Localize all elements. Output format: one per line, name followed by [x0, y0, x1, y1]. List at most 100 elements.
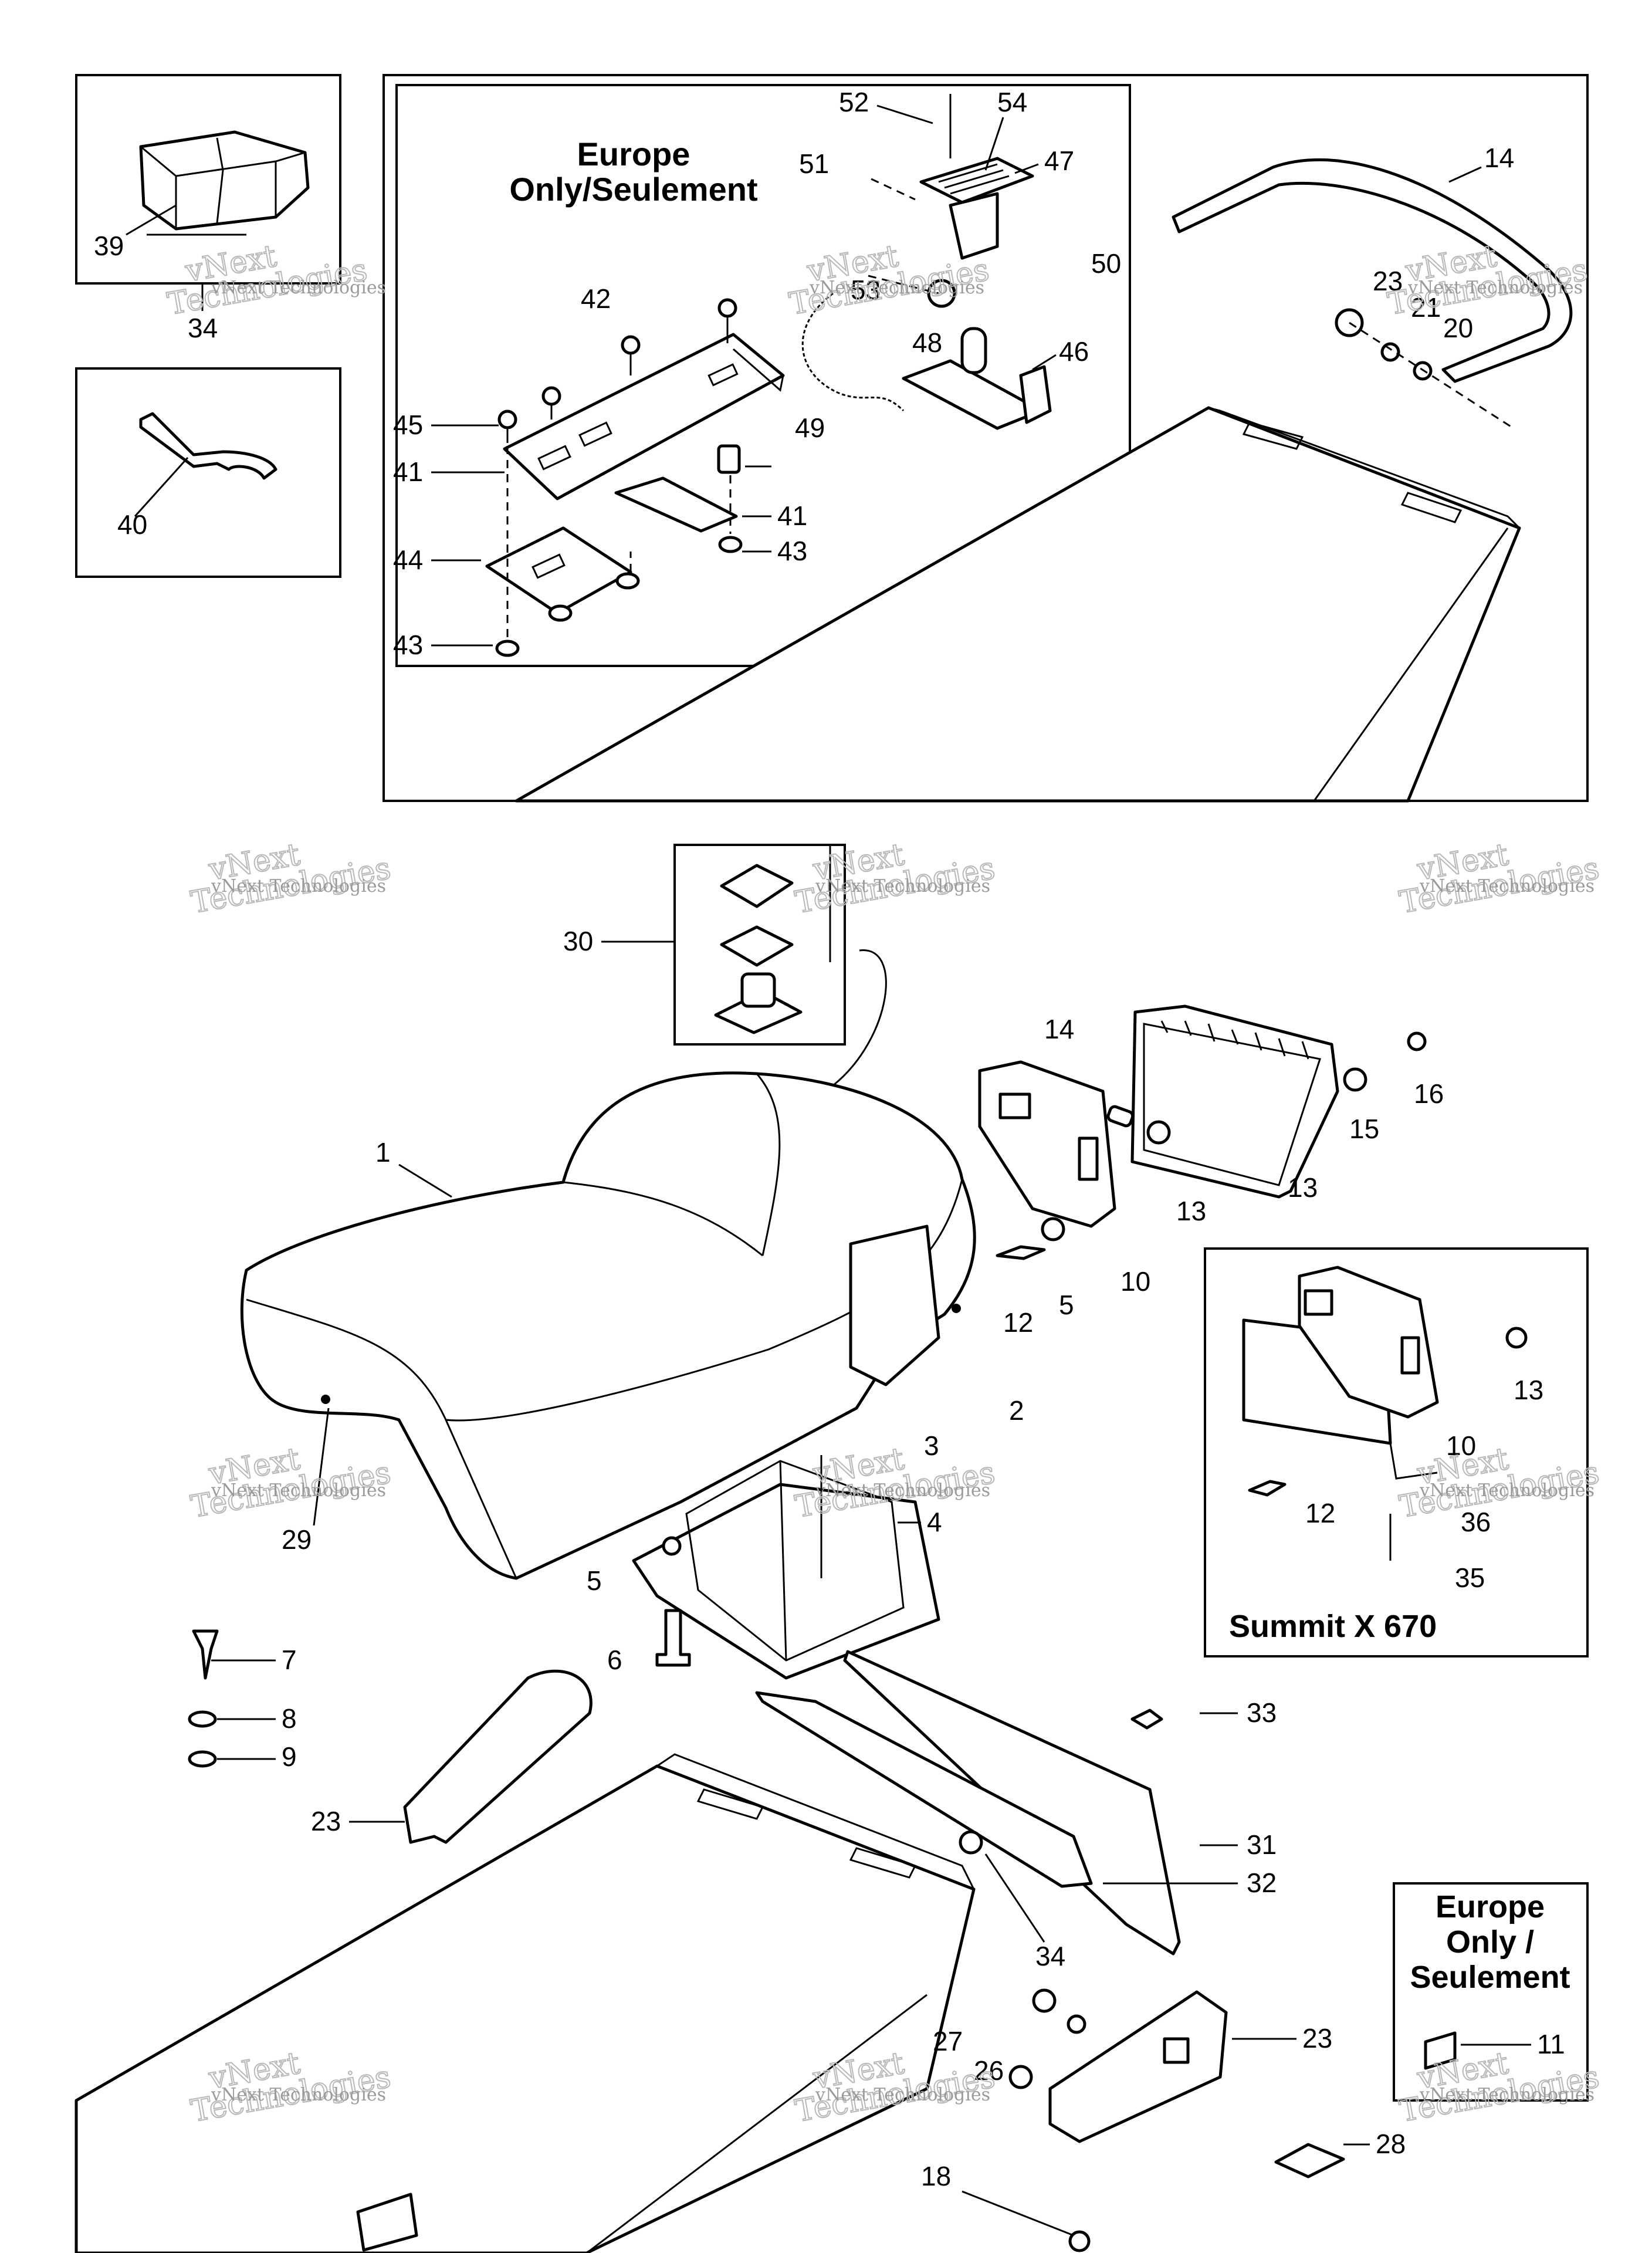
- callout-36: 39: [94, 231, 124, 261]
- callout-32: 33: [1247, 1697, 1277, 1728]
- callout-30: 32: [1247, 1868, 1277, 1898]
- europe-small-title-3: Seulement: [1410, 1960, 1570, 1995]
- svg-text:vNext Technologies: vNext Technologies: [815, 876, 990, 897]
- callout-27: 29: [282, 1524, 312, 1555]
- svg-text:vNext Technologies: vNext Technologies: [1419, 2085, 1595, 2105]
- callout-14: 14: [1044, 1014, 1074, 1044]
- callout-43: 45: [393, 410, 423, 440]
- svg-text:vNext Technologies: vNext Technologies: [809, 278, 984, 298]
- callout-44: 46: [1059, 336, 1089, 367]
- chain-part: [801, 292, 905, 412]
- mud-flap-part: [755, 1650, 1181, 1956]
- taillight-lens-part: [1130, 1004, 1339, 1199]
- europe-small-title-1: Europe: [1436, 1889, 1545, 1924]
- tunnel-top-part: [514, 406, 1521, 803]
- callout-10a: 10: [1120, 1266, 1150, 1297]
- callout-52: 54: [997, 87, 1027, 117]
- svg-text:vNext Technologies: vNext Technologies: [1419, 876, 1595, 897]
- summit-box-title: Summit X 670: [1229, 1609, 1437, 1644]
- callout-17: 16: [1414, 1078, 1444, 1109]
- callout-45: 47: [1044, 146, 1074, 176]
- tunnel-bottom-part: [75, 1753, 976, 2253]
- wrench-part: [139, 412, 277, 480]
- callout-10b: 10: [1446, 1430, 1476, 1461]
- callout-12a: 12: [1003, 1307, 1033, 1338]
- svg-text:vNext Technologies: vNext Technologies: [1407, 278, 1583, 298]
- rack-bracket-part: [503, 333, 785, 500]
- callout-23a: 23: [311, 1806, 341, 1836]
- callout-26: 28: [1376, 2129, 1406, 2159]
- watermarks: vNext Technologies vNext Technologies vN…: [164, 238, 1602, 2130]
- callout-20: 20: [1443, 313, 1473, 343]
- callout-31: 34: [1035, 1941, 1065, 1971]
- callout-35: 36: [1461, 1507, 1491, 1537]
- bolt-parts: [495, 298, 743, 657]
- callout-34: 35: [1455, 1562, 1485, 1593]
- callout-24: 26: [974, 2055, 1004, 2086]
- callout-19: 18: [921, 2161, 951, 2191]
- inset-box-seat-cover: [75, 74, 341, 285]
- callout-7: 7: [282, 1645, 297, 1675]
- callout-50: 52: [839, 87, 869, 117]
- svg-text:vNext Technologies: vNext Technologies: [1419, 1480, 1595, 1501]
- europe-box-title-1: Europe: [577, 136, 690, 172]
- svg-text:vNext Technologies: vNext Technologies: [815, 2085, 990, 2105]
- taillight-housing-part: [978, 1060, 1116, 1228]
- callout-41b: 43: [393, 630, 423, 660]
- callout-3: 3: [924, 1430, 939, 1461]
- callout-47: 49: [795, 412, 825, 443]
- callout-8: 8: [282, 1703, 297, 1734]
- grab-handle-part: [1172, 158, 1573, 383]
- callout-46: 48: [912, 327, 942, 358]
- inset-box-europe-reflector: [1393, 1882, 1589, 2102]
- callout-18: 14: [1484, 143, 1514, 173]
- europe-box-title-2: Only/Seulement: [509, 171, 757, 208]
- plate-39-part: [614, 476, 738, 533]
- callout-49: 51: [799, 148, 829, 179]
- callout-51: 53: [851, 275, 881, 305]
- callout-12b: 12: [1305, 1498, 1335, 1528]
- callout-39: 41: [777, 500, 807, 531]
- callout-13a: 13: [1176, 1196, 1206, 1226]
- callout-4: 4: [927, 1507, 942, 1537]
- callout-38: 41: [393, 456, 423, 487]
- seat-base-part: [632, 1455, 940, 1680]
- summit-parts: [1242, 1266, 1528, 1561]
- svg-text:vNext Technologies: vNext Technologies: [815, 1480, 990, 1501]
- inset-box-wrench: [75, 367, 341, 578]
- callout-16: 15: [1349, 1114, 1379, 1144]
- callout-11: 11: [1537, 2029, 1565, 2059]
- callout-5b: 5: [587, 1565, 602, 1596]
- callout-13b: 13: [1514, 1375, 1543, 1405]
- callout-28: 30: [563, 926, 593, 956]
- callout-15: 13: [1288, 1172, 1318, 1203]
- svg-text:vNext Technologies: vNext Technologies: [211, 278, 386, 298]
- bulb-and-fasteners: [996, 1031, 1427, 1260]
- inset-box-summit: [1204, 1247, 1589, 1657]
- callout-22: 23: [1373, 266, 1403, 296]
- callout-labels: 39 34 40 52 54 51 47 53 50 42 48 46 45 4…: [94, 87, 1565, 2237]
- callout-40: 42: [581, 283, 611, 314]
- side-trim-part: [403, 1669, 1228, 2143]
- mount-kit-parts: [714, 864, 803, 1034]
- callout-33: 34: [188, 313, 218, 343]
- callout-41a: 43: [777, 536, 807, 566]
- hitch-parts: [902, 94, 1052, 430]
- callout-2: 2: [1009, 1395, 1024, 1426]
- callout-6: 6: [607, 1645, 622, 1675]
- europe-small-title-2: Only /: [1446, 1924, 1534, 1960]
- svg-text:vNext Technologies: vNext Technologies: [211, 1480, 386, 1501]
- callout-21: 21: [1411, 292, 1441, 323]
- svg-text:vNext Technologies: vNext Technologies: [211, 2085, 386, 2105]
- callout-9: 9: [282, 1741, 297, 1772]
- callout-37: 40: [117, 509, 147, 540]
- svg-text:vNext Technologies: vNext Technologies: [211, 876, 386, 897]
- lower-fasteners: [188, 1629, 1457, 2252]
- inset-box-mount-kit: [673, 844, 846, 1046]
- seat-part: [240, 1071, 976, 1580]
- plate-part: [485, 526, 632, 615]
- callout-42: 44: [393, 544, 423, 575]
- seat-cover-part: [139, 130, 310, 231]
- callout-23b: 23: [1302, 2023, 1332, 2054]
